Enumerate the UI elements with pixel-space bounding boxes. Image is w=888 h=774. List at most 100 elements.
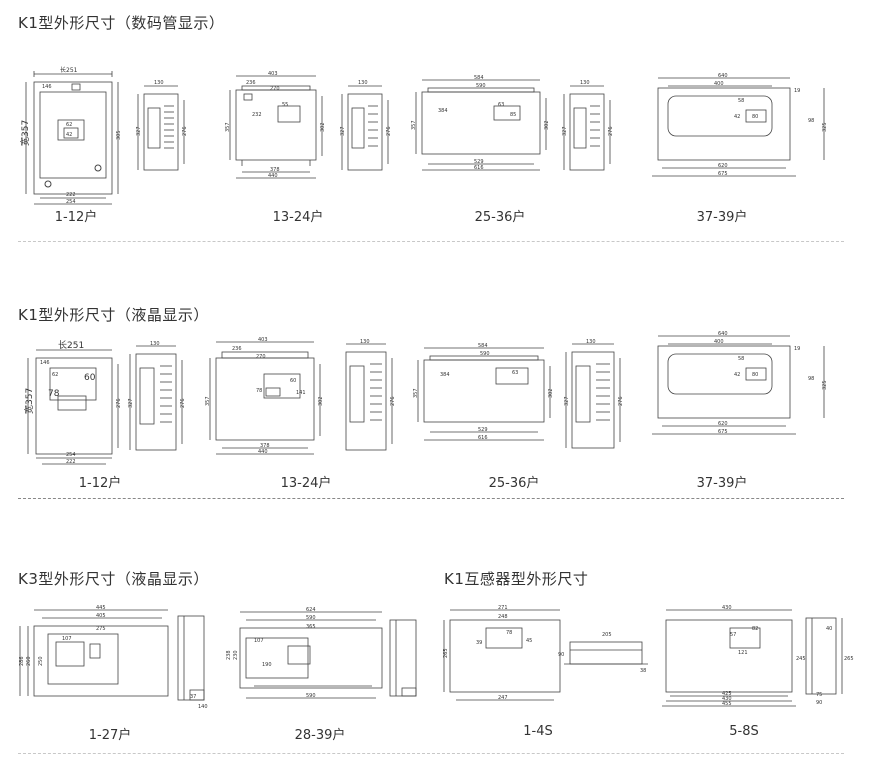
- svg-text:58: 58: [738, 356, 744, 362]
- svg-text:445: 445: [96, 605, 106, 611]
- svg-text:232: 232: [252, 112, 262, 118]
- svg-text:55: 55: [282, 102, 288, 108]
- svg-text:236: 236: [246, 80, 256, 86]
- svg-text:265: 265: [443, 648, 449, 658]
- svg-text:130: 130: [360, 339, 370, 345]
- svg-text:45: 45: [526, 638, 532, 644]
- svg-text:425: 425: [722, 691, 732, 697]
- drawing-k1-digital-13-24-side: 130 327 276: [340, 80, 392, 171]
- drawing-k1-digital-1-12-side: 130 327 276: [136, 80, 188, 171]
- svg-text:275: 275: [96, 626, 106, 632]
- svg-text:42: 42: [734, 114, 740, 120]
- svg-text:357: 357: [411, 120, 417, 130]
- svg-text:624: 624: [306, 607, 316, 613]
- svg-text:325: 325: [822, 122, 828, 132]
- svg-text:302: 302: [544, 120, 550, 130]
- drawing-ct-1-4s-front: 271 248 78 39 45 247 265 205 90 38: [443, 605, 648, 701]
- svg-text:63: 63: [498, 102, 504, 108]
- svg-text:302: 302: [318, 396, 324, 406]
- svg-text:250: 250: [38, 656, 44, 666]
- svg-text:98: 98: [808, 118, 814, 124]
- caption-k3-1: 1-27户: [88, 728, 132, 743]
- svg-text:276: 276: [116, 398, 122, 408]
- svg-text:60: 60: [290, 378, 296, 384]
- section-title-k1-lcd: K1型外形尺寸（液晶显示）: [18, 306, 209, 324]
- svg-text:270: 270: [270, 86, 280, 92]
- svg-text:590: 590: [480, 351, 490, 357]
- svg-text:276: 276: [390, 396, 396, 406]
- svg-text:260: 260: [26, 656, 32, 666]
- drawing-k1-lcd-1-12-side: 130 327 276: [128, 341, 186, 451]
- drawing-ct-5-8s-front: 430 57 82 121 425 430 455 245 265 75 90 …: [662, 605, 854, 707]
- svg-text:357: 357: [413, 388, 419, 398]
- svg-text:590: 590: [476, 83, 486, 89]
- svg-text:130: 130: [154, 80, 164, 86]
- svg-text:42: 42: [66, 132, 72, 138]
- caption-k3-2: 28-39户: [294, 728, 346, 743]
- drawing-k3-1-27-front: 445 405 275 107 286 260 250 37 140: [19, 605, 208, 710]
- caption-k1-digital-1: 1-12户: [54, 210, 98, 225]
- svg-text:405: 405: [96, 613, 106, 619]
- caption-k1-digital-3: 25-36户: [474, 210, 526, 225]
- svg-text:57: 57: [730, 632, 736, 638]
- svg-text:107: 107: [254, 638, 264, 644]
- svg-text:302: 302: [548, 388, 554, 398]
- svg-text:620: 620: [718, 163, 728, 169]
- svg-text:长251: 长251: [58, 339, 84, 351]
- svg-text:357: 357: [205, 396, 211, 406]
- svg-text:90: 90: [558, 652, 564, 658]
- svg-text:327: 327: [564, 396, 570, 406]
- svg-text:357: 357: [225, 122, 231, 132]
- svg-text:146: 146: [42, 84, 52, 90]
- svg-text:327: 327: [128, 398, 134, 408]
- svg-text:590: 590: [306, 615, 316, 621]
- svg-text:529: 529: [474, 159, 484, 165]
- svg-text:440: 440: [268, 173, 278, 179]
- svg-text:384: 384: [440, 372, 450, 378]
- drawing-k1-digital-25-36-front: 584 590 384 529 616 357 302 63 85: [411, 75, 550, 171]
- svg-text:62: 62: [66, 122, 72, 128]
- svg-text:78: 78: [48, 389, 60, 399]
- svg-text:141: 141: [296, 390, 306, 396]
- svg-text:63: 63: [512, 370, 518, 376]
- section-divider: [18, 241, 844, 242]
- svg-text:276: 276: [618, 396, 624, 406]
- svg-text:400: 400: [714, 339, 724, 345]
- svg-text:80: 80: [752, 372, 758, 378]
- drawing-k1-lcd-37-39-front: 640 400 620 675 325 19 58 42 80 98: [652, 331, 828, 435]
- svg-text:130: 130: [358, 80, 368, 86]
- svg-text:78: 78: [256, 388, 262, 394]
- caption-k1-digital-2: 13-24户: [272, 210, 324, 225]
- section-title-k1-digital: K1型外形尺寸（数码管显示）: [18, 14, 225, 32]
- svg-text:384: 384: [438, 108, 448, 114]
- drawing-k1-lcd-25-36-side: 130 327 276: [564, 339, 624, 449]
- svg-text:238: 238: [226, 650, 232, 660]
- caption-ct-2: 5-8S: [729, 724, 759, 739]
- section-divider: [18, 753, 844, 754]
- svg-text:327: 327: [340, 126, 346, 136]
- svg-text:39: 39: [476, 640, 482, 646]
- svg-text:584: 584: [478, 343, 488, 349]
- svg-text:85: 85: [510, 112, 516, 118]
- svg-text:675: 675: [718, 429, 728, 435]
- svg-text:620: 620: [718, 421, 728, 427]
- svg-text:378: 378: [270, 167, 280, 173]
- svg-text:78: 78: [506, 630, 512, 636]
- drawing-k1-digital-25-36-side: 130 327 276: [562, 80, 614, 171]
- svg-text:245: 245: [796, 656, 806, 662]
- svg-text:265: 265: [844, 656, 854, 662]
- caption-k1-lcd-2: 13-24户: [280, 476, 332, 491]
- svg-text:宽357: 宽357: [23, 388, 35, 414]
- svg-text:248: 248: [498, 614, 508, 620]
- drawing-k3-28-39-front: 624 590 365 107 590 238 230 190: [226, 607, 417, 699]
- svg-text:276: 276: [608, 126, 614, 136]
- svg-text:37: 37: [190, 694, 196, 700]
- svg-text:40: 40: [826, 626, 832, 632]
- svg-text:247: 247: [498, 695, 508, 701]
- svg-text:590: 590: [306, 693, 316, 699]
- svg-text:205: 205: [602, 632, 612, 638]
- svg-text:长251: 长251: [60, 66, 78, 74]
- svg-text:146: 146: [40, 360, 50, 366]
- svg-text:宽357: 宽357: [19, 120, 31, 146]
- svg-text:616: 616: [478, 435, 488, 441]
